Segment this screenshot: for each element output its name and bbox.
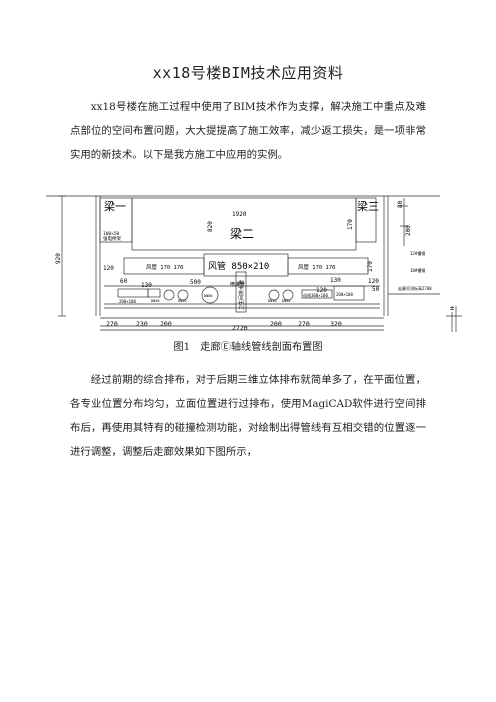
pipe-dn80-b: DN80 [282, 299, 290, 303]
figure-caption: 图1 走廊Ⓔ轴线管线剖面布置图 [173, 342, 323, 353]
duct-main-label: 风管 850×210 [208, 260, 269, 272]
dim-170-right: 170 [367, 261, 374, 272]
dim-270-left: 270 [106, 320, 118, 328]
tray-small-size: 100×50 [103, 231, 120, 237]
dim-200-right: 200 [405, 225, 412, 236]
label-ceiling-elev: 走廊吊顶标高2700 [398, 285, 432, 291]
dim-170-top: 170 [347, 219, 354, 230]
duct-right-box [287, 257, 369, 275]
beam-right-box [355, 197, 377, 243]
tray-small-name: 强电桥架 [103, 235, 121, 242]
dim-500: 500 [190, 279, 201, 286]
pipe-dn50-a: DN50 [151, 299, 159, 303]
duct-right-label: 风管 170 170 [298, 263, 336, 271]
tray-200x100-right: 200×100 [336, 292, 353, 297]
pipe-dn50-c: DN50 [268, 299, 276, 303]
sprinkler-label: 喷淋管 [230, 281, 245, 288]
document-title: xx18号楼BIM技术应用资料 [152, 64, 344, 82]
pipe-dn80: DN80 [204, 294, 212, 298]
beam-left-label: 梁一 [104, 199, 126, 213]
dim-120-right-b: 120 [316, 287, 327, 294]
intro-paragraph: xx18号楼在施工过程中使用了BIM技术作为支撑，解决施工中重点及难点部位的空间… [70, 101, 426, 161]
elevation-mark: ± [450, 304, 454, 312]
dim-120-left: 120 [103, 265, 114, 272]
body-paragraph: 经过前期的综合排布，对于后期三维立体排布就简单多了，在平面位置，各专业位置分布均… [70, 374, 426, 458]
dim-200-right-b: 200 [270, 320, 282, 328]
label-channel-10: 10#槽钢 [410, 267, 425, 273]
dim-200-left: 200 [160, 320, 172, 328]
beam-center-box [131, 197, 357, 251]
dim-920: 920 [55, 253, 62, 264]
dim-130-right: 130 [330, 277, 341, 284]
dim-230-left: 230 [136, 320, 148, 328]
beam-right-label: 梁三 [357, 199, 379, 213]
dim-120-right-a: 120 [368, 278, 379, 285]
beam-center-label: 梁二 [230, 226, 254, 241]
tray-200x100-left: 200×100 [119, 299, 136, 304]
dim-2720: 2720 [232, 324, 248, 332]
busbar-label: 母线300×100 [303, 292, 328, 298]
dim-50: 50 [372, 286, 380, 293]
pipe-dn50-b: DN50 [178, 299, 186, 303]
dim-60: 60 [120, 278, 128, 285]
dim-1920: 1920 [232, 211, 247, 218]
label-channel-12: 12#槽钢 [410, 250, 425, 256]
drain-pipe-label: 卫生间排水管 [238, 280, 245, 310]
dim-270-right: 270 [298, 320, 310, 328]
dim-320: 320 [330, 320, 342, 328]
duct-left-label: 风管 170 170 [146, 263, 184, 271]
dim-130-left: 130 [141, 282, 152, 289]
dim-80: 80 [397, 200, 404, 208]
dim-820: 820 [207, 221, 214, 232]
pipeline-section-drawing: 梁一 梁三 梁二 1920 820 170 80 200 920 100×50 … [46, 195, 462, 332]
